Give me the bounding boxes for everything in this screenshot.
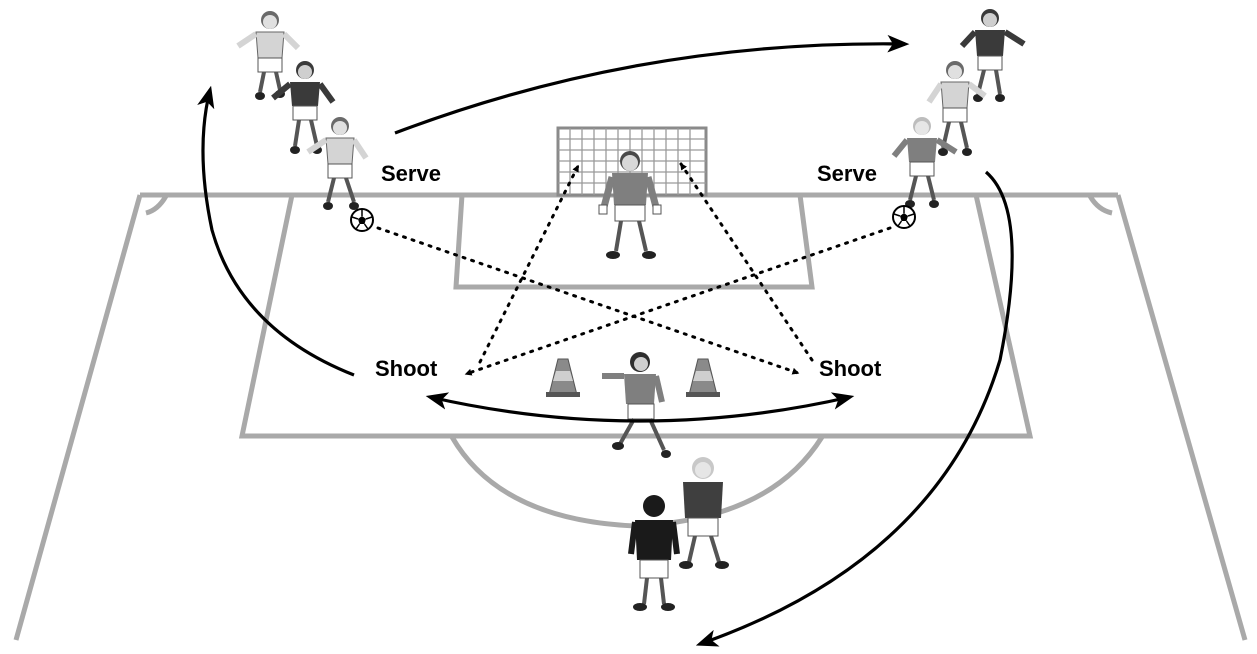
penalty-arc [449, 435, 825, 529]
training-cone-icon [546, 358, 580, 397]
player-figure-icon [959, 9, 1026, 102]
right-touchline [1115, 194, 1248, 641]
shoot-label-right: Shoot [819, 356, 882, 381]
player-figure-icon [598, 151, 662, 259]
run-arrow-right [695, 170, 1014, 647]
player-figure-icon [926, 61, 987, 156]
corner-arc-right [1087, 194, 1113, 216]
shot-right-to-goal [679, 162, 814, 362]
run-arrow-left [197, 85, 355, 377]
player-figure-icon [679, 457, 729, 569]
player-figure-icon [271, 61, 336, 154]
run-arrow-between-shooters [425, 392, 855, 423]
player-figure-icon [602, 352, 671, 458]
player-figure-icon [236, 11, 301, 100]
soccer-ball-icon [350, 208, 374, 232]
player-figure-icon [306, 117, 369, 210]
left-touchline [13, 194, 143, 641]
cross-pass-left-to-right [376, 226, 800, 375]
serve-label-right: Serve [817, 161, 877, 186]
cross-pass-right-to-left [464, 226, 892, 376]
serve-label-left: Serve [381, 161, 441, 186]
soccer-ball-icon [892, 205, 916, 229]
shoot-label-left: Shoot [375, 356, 438, 381]
training-cone-icon [686, 358, 720, 397]
run-arrow-top [394, 34, 910, 135]
goal-box [453, 194, 815, 290]
player-figure-icon [891, 117, 958, 208]
player-figure-icon [628, 495, 680, 611]
shot-left-to-goal [478, 164, 580, 364]
corner-arc-left [145, 194, 169, 216]
run-arrows [197, 34, 1014, 647]
pass-lines [376, 162, 892, 376]
penalty-box [238, 194, 1034, 439]
